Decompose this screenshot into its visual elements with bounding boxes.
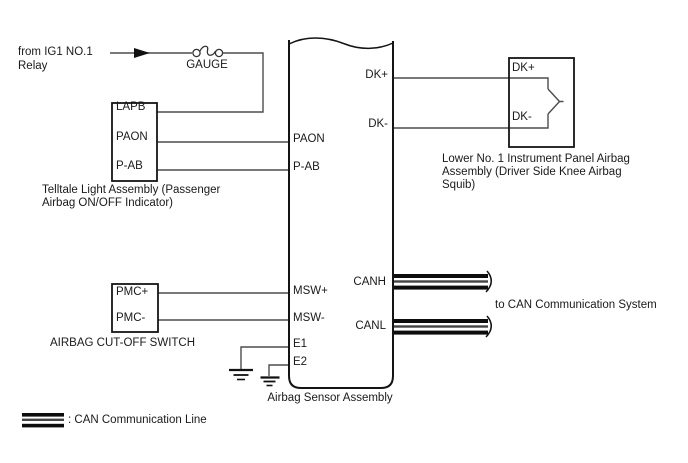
sensor-caption: Airbag Sensor Assembly — [267, 392, 393, 404]
telltale-pin-pab: P-AB — [116, 160, 143, 172]
sensor-pin-e2: E2 — [293, 356, 308, 368]
sensor-pin-pab: P-AB — [293, 161, 320, 173]
cutoff-pin-pmc-minus: PMC- — [116, 312, 146, 324]
telltale-caption-line1: Telltale Light Assembly (Passenger — [42, 184, 221, 196]
sensor-pin-e1: E1 — [293, 338, 308, 350]
sensor-pin-dk-plus: DK+ — [365, 69, 388, 81]
can-destination-label: to CAN Communication System — [495, 299, 657, 311]
can-legend-label: : CAN Communication Line — [68, 414, 207, 426]
knee-pin-dk-plus: DK+ — [512, 62, 535, 74]
source-label-line1: from IG1 NO.1 — [18, 46, 93, 58]
can-line-legend-swatch — [22, 413, 64, 428]
ground-icon — [229, 368, 253, 381]
telltale-caption-line2: Airbag ON/OFF Indicator) — [42, 197, 174, 209]
sensor-pin-dk-minus: DK- — [368, 118, 388, 130]
sensor-pin-canh: CANH — [353, 276, 386, 288]
telltale-box — [111, 102, 158, 182]
telltale-pin-lapb: LAPB — [116, 101, 146, 113]
cutoff-pin-pmc-plus: PMC+ — [116, 286, 149, 298]
fuse-label: GAUGE — [186, 59, 228, 71]
telltale-pin-paon: PAON — [116, 131, 148, 143]
canh-line — [393, 270, 492, 293]
e1-wire — [240, 346, 289, 369]
sensor-box — [288, 37, 394, 389]
dk-plus-wire — [393, 77, 549, 89]
squib-icon — [547, 88, 564, 115]
sensor-pin-msw-plus: MSW+ — [293, 285, 328, 297]
fuse-icon — [192, 45, 224, 58]
knee-pin-dk-minus: DK- — [512, 111, 532, 123]
knee-airbag-box — [508, 57, 575, 148]
power-feed-wire — [110, 48, 192, 58]
arrow-icon — [134, 48, 150, 58]
knee-caption-line3: Squib) — [442, 179, 476, 191]
canl-line — [393, 315, 492, 338]
sensor-pin-msw-minus: MSW- — [293, 312, 325, 324]
e2-wire — [268, 364, 289, 376]
sensor-pin-canl: CANL — [355, 320, 386, 332]
cutoff-switch-caption: AIRBAG CUT-OFF SWITCH — [50, 337, 196, 349]
dk-minus-wire — [393, 114, 549, 129]
ground-icon — [260, 376, 280, 387]
source-label-line2: Relay — [18, 60, 48, 72]
lapb-wire — [157, 52, 264, 113]
knee-caption-line1: Lower No. 1 Instrument Panel Airbag — [442, 153, 630, 165]
knee-caption-line2: Assembly (Driver Side Knee Airbag — [442, 166, 622, 178]
sensor-pin-paon: PAON — [293, 133, 325, 145]
cutoff-switch-box — [111, 283, 159, 333]
